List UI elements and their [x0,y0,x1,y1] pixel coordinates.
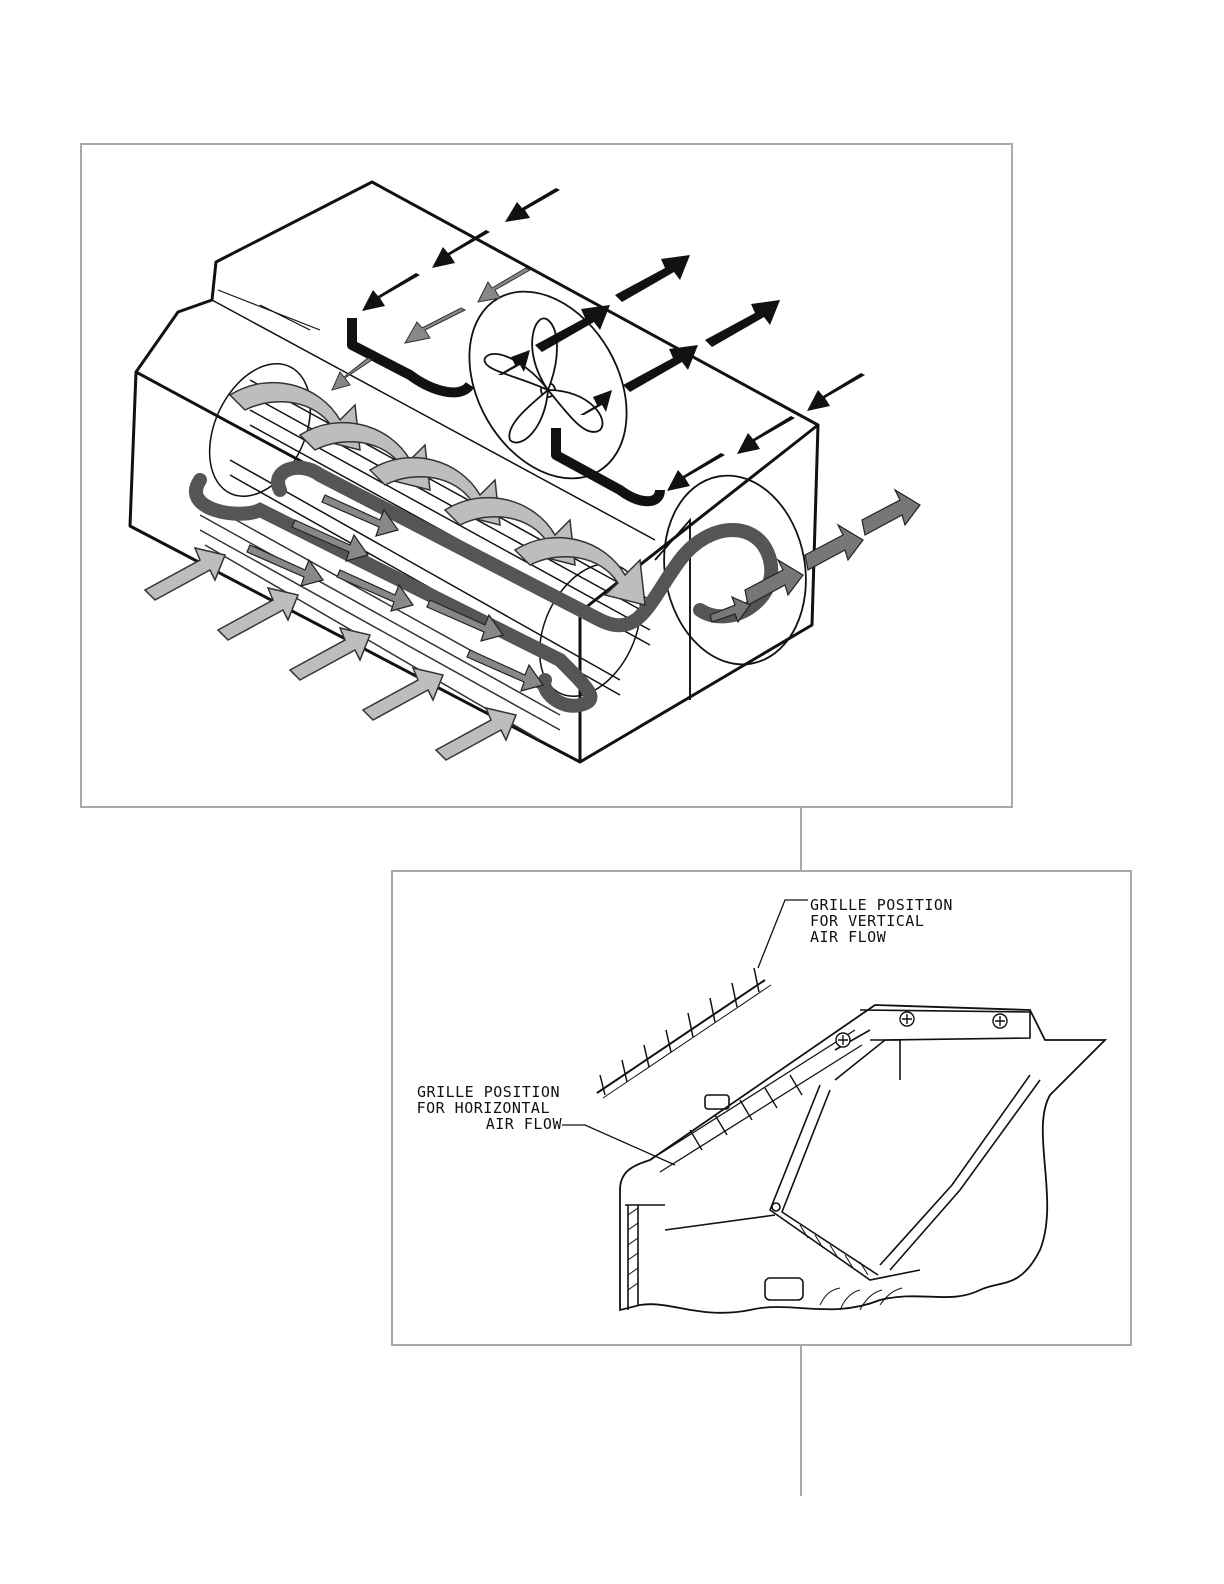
grille-section-drawing [562,900,1105,1313]
callout-vertical-line2: FOR VERTICAL [810,913,953,929]
grille-vertical [597,980,765,1093]
unit-cabinet [130,182,818,762]
callout-horizontal-line1: GRILLE POSITION [414,1084,564,1100]
callout-vertical-line1: GRILLE POSITION [810,897,953,913]
screw-icon [836,1012,1007,1047]
callout-vertical-line3: AIR FLOW [810,929,953,945]
callout-horizontal-line2: FOR HORIZONTAL [414,1100,564,1116]
callout-horizontal-line3: AIR FLOW [414,1116,564,1132]
